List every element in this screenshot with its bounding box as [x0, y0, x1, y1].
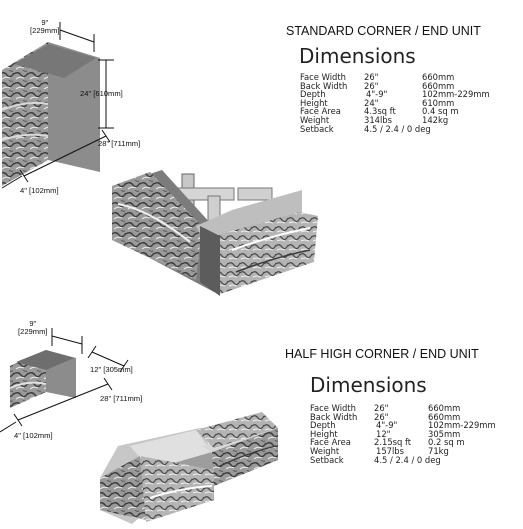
- spec-row-setback: Setback 4.5 / 2.4 / 0 deg: [300, 123, 523, 134]
- spec-label: Face Area: [310, 437, 351, 448]
- spec-imperial: 4.5 / 2.4 / 0 deg: [374, 454, 441, 465]
- standard-top-dimension-mm: [229mm]: [30, 26, 60, 35]
- spec-imperial: 24": [364, 97, 379, 108]
- spec-label: Weight: [310, 445, 340, 456]
- spec-metric: 0.4 sq m: [422, 106, 459, 117]
- half-high-top-dimension: 9" [229mm]: [18, 320, 48, 336]
- spec-label: Depth: [300, 89, 326, 100]
- half-high-spec-table: Face Width 26" 660mm Back Width 26" 660m…: [310, 404, 523, 464]
- spec-metric: 610mm: [422, 97, 455, 108]
- spec-row-height: Height 12" 305mm: [310, 430, 523, 439]
- spec-imperial: 26": [374, 403, 389, 413]
- standard-spec-table: Face Width 26" 660mm Back Width 26" 660m…: [300, 73, 523, 133]
- spec-row-weight: Weight 314lbs 142kg: [300, 116, 523, 125]
- standard-corner-render: [112, 170, 318, 296]
- half-high-top-dimension-mm: [229mm]: [18, 327, 48, 336]
- half-high-top-dimension-inches: 9": [29, 319, 37, 328]
- spec-metric: 0.2 sq m: [428, 437, 465, 448]
- spec-label: Height: [310, 428, 338, 439]
- spec-metric: 71kg: [428, 445, 449, 456]
- spec-label: Depth: [310, 420, 336, 431]
- spec-label: Back Width: [300, 80, 348, 91]
- spec-imperial: 4.3sq ft: [364, 106, 396, 117]
- spec-row-setback: Setback 4.5 / 2.4 / 0 deg: [310, 454, 523, 465]
- spec-imperial: 4"-9": [376, 420, 398, 431]
- spec-row-face-area: Face Area 4.3sq ft 0.4 sq m: [300, 107, 523, 116]
- spec-imperial: 4"-9": [366, 89, 388, 100]
- spec-imperial: 26": [364, 80, 379, 91]
- spec-row-back-width: Back Width 26" 660mm: [300, 80, 523, 91]
- half-high-block-top: [16, 350, 74, 370]
- spec-metric: 660mm: [422, 80, 455, 91]
- spec-imperial: 12": [376, 428, 391, 439]
- spec-metric: 102mm-229mm: [422, 89, 490, 100]
- standard-top-dimension-inches: 9": [41, 18, 49, 27]
- spec-imperial: 314lbs: [364, 114, 392, 125]
- standard-height-dimension: 24" [610mm]: [80, 89, 123, 98]
- spec-imperial: 4.5 / 2.4 / 0 deg: [364, 123, 431, 134]
- standard-depth-dimension: 4" [102mm]: [20, 186, 59, 195]
- spec-row-weight: Weight 157lbs 71kg: [310, 447, 523, 456]
- spec-imperial: 2.15sq ft: [374, 437, 412, 448]
- standard-block-top: [14, 44, 96, 78]
- spec-row-face-width: Face Width 26" 660mm: [300, 73, 523, 82]
- spec-label: Face Width: [300, 72, 346, 82]
- half-high-width-dimension: 28" [711mm]: [100, 394, 143, 403]
- spec-row-height: Height 24" 610mm: [300, 99, 523, 108]
- standard-width-dimension: 28" [711mm]: [98, 139, 141, 148]
- standard-dimension-lines: [1, 22, 114, 189]
- spec-metric: 660mm: [422, 72, 455, 82]
- spec-imperial: 157lbs: [376, 445, 404, 456]
- standard-block-isometric: [1, 42, 100, 186]
- half-high-block-isometric: [9, 350, 76, 408]
- standard-unit-title: STANDARD CORNER / END UNIT: [286, 24, 481, 38]
- spec-label: Face Width: [310, 403, 356, 413]
- standard-dimensions-heading: Dimensions: [299, 44, 416, 68]
- spec-metric: 142kg: [422, 114, 449, 125]
- spec-label: Height: [300, 97, 328, 108]
- spec-metric: 305mm: [428, 428, 461, 439]
- standard-block-face: [2, 42, 48, 186]
- spec-row-face-area: Face Area 2.15sq ft 0.2 sq m: [310, 438, 523, 447]
- spec-label: Back Width: [310, 411, 358, 422]
- half-high-height-dimension: 12" [305mm]: [90, 365, 133, 374]
- half-high-depth-dimension: 4" [102mm]: [14, 431, 53, 440]
- spec-imperial: 26": [374, 411, 389, 422]
- spec-label: Face Area: [300, 106, 341, 117]
- standard-top-dimension: 9" [229mm]: [30, 19, 60, 35]
- half-high-corner-render: [100, 412, 278, 524]
- spec-metric: 660mm: [428, 403, 461, 413]
- half-high-dimensions-heading: Dimensions: [310, 373, 427, 397]
- spec-metric: 102mm-229mm: [428, 420, 496, 431]
- spec-row-face-width: Face Width 26" 660mm: [310, 404, 523, 413]
- spec-label: Weight: [300, 114, 330, 125]
- half-high-unit-title: HALF HIGH CORNER / END UNIT: [285, 347, 479, 361]
- spec-label: Setback: [310, 454, 344, 465]
- spec-row-back-width: Back Width 26" 660mm: [310, 411, 523, 422]
- spec-metric: 660mm: [428, 411, 461, 422]
- spec-label: Setback: [300, 123, 334, 134]
- spec-imperial: 26": [364, 72, 379, 82]
- spec-row-depth: Depth 4"-9" 102mm-229mm: [310, 421, 523, 430]
- spec-row-depth: Depth 4"-9" 102mm-229mm: [300, 90, 523, 99]
- half-high-dimension-lines: [0, 328, 129, 433]
